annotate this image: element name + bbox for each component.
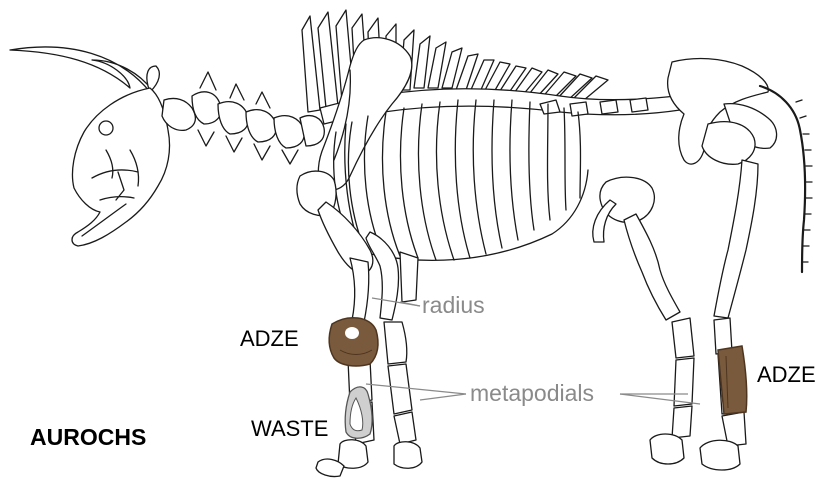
hindleg-near (593, 177, 694, 464)
neck-vertebrae (162, 72, 324, 164)
skull (72, 88, 170, 246)
waste-label: WASTE (251, 418, 328, 440)
waste-metapodial-fragment (345, 387, 372, 438)
hindleg-far (700, 122, 758, 470)
horns (10, 47, 159, 92)
metapodials-label: metapodials (470, 382, 594, 405)
adze-metapodial-artifact (718, 346, 747, 414)
adze-label-radius: ADZE (240, 328, 299, 350)
radius-label: radius (422, 294, 485, 317)
adze-radius-artifact (329, 318, 378, 366)
tail (760, 86, 812, 272)
figure-title: AUROCHS (30, 426, 146, 449)
adze-label-metapodial: ADZE (757, 364, 816, 386)
